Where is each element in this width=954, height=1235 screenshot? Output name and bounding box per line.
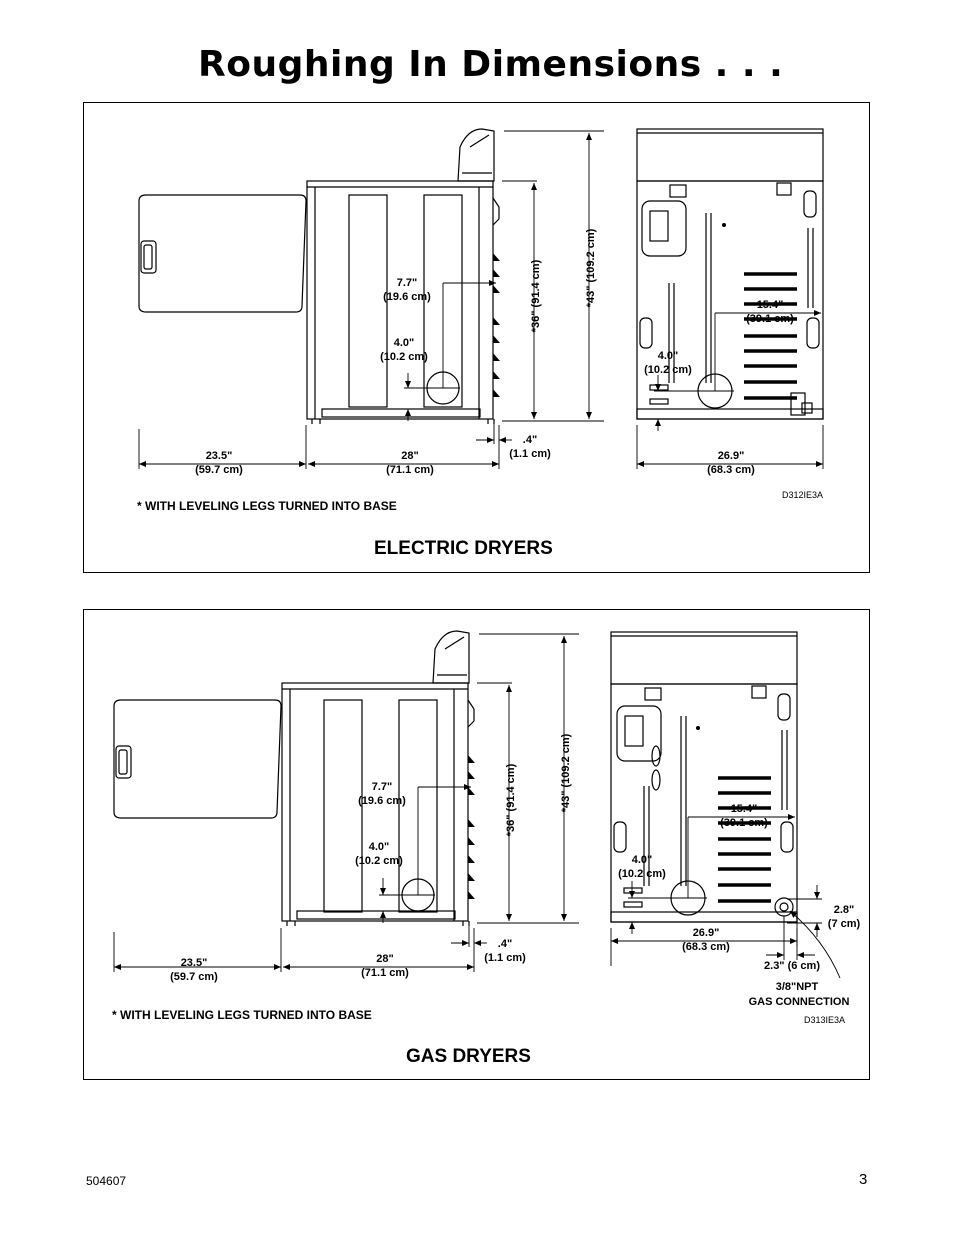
rear-vent-height-inches: 4.0": [658, 350, 679, 362]
gas-dryers-panel: 23.5" (59.7 cm) 28" (71.1 cm) .4" (1.1 c…: [83, 609, 870, 1080]
height-43-label: *43" (109.2 cm): [585, 228, 597, 307]
depth-inches: 28": [401, 450, 418, 462]
door-handle: [115, 745, 132, 779]
vent-height-cm: (10.2 cm): [355, 855, 403, 867]
document-number: 504607: [86, 1174, 127, 1188]
console: [457, 128, 495, 182]
door-handle: [140, 240, 157, 274]
gap-cm: (1.1 cm): [509, 448, 551, 460]
door-width-inches: 23.5": [181, 957, 208, 969]
side-cabinet: [281, 682, 469, 922]
gas-connection-label: GAS CONNECTION: [749, 996, 850, 1008]
height-36-label: *36" (91.4 cm): [505, 763, 517, 836]
drawing-code: D312IE3A: [782, 490, 823, 500]
gap-cm: (1.1 cm): [484, 952, 526, 964]
rear-terminal-block: [641, 200, 687, 257]
vent-height-inches: 4.0": [369, 841, 390, 853]
rear-vent-offset-cm: (39.1 cm): [720, 817, 768, 829]
panel-title: GAS DRYERS: [406, 1046, 531, 1067]
depth-cm: (71.1 cm): [361, 967, 409, 979]
gas-vertical-cm: (7 cm): [828, 918, 861, 930]
vent-height-inches: 4.0": [394, 337, 415, 349]
gas-dryer-diagram: 23.5" (59.7 cm) 28" (71.1 cm) .4" (1.1 c…: [112, 630, 861, 1067]
depth-inches: 28": [376, 953, 393, 965]
open-door: [113, 699, 282, 819]
page-title: Roughing In Dimensions . . .: [198, 44, 784, 85]
door-width-inches: 23.5": [206, 450, 233, 462]
door-width-cm: (59.7 cm): [170, 971, 218, 983]
electric-dryer-diagram: 23.5" (59.7 cm) 28" (71.1 cm) .4" (1.1 c…: [137, 128, 824, 559]
depth-cm: (71.1 cm): [386, 464, 434, 476]
page-number: 3: [859, 1171, 868, 1188]
rear-vent-height-cm: (10.2 cm): [644, 364, 692, 376]
vent-offset-inches: 7.7": [397, 277, 418, 289]
rear-gas-valve-block: [616, 705, 662, 762]
gas-horizontal-offset: 2.3" (6 cm): [764, 960, 820, 972]
rear-width-cm: (68.3 cm): [682, 941, 730, 953]
vent-offset-inches: 7.7": [372, 781, 393, 793]
gas-vertical-inches: 2.8": [834, 904, 855, 916]
height-43-label: *43" (109.2 cm): [560, 733, 572, 812]
door-width-cm: (59.7 cm): [195, 464, 243, 476]
drawing-code: D313IE3A: [804, 1015, 845, 1025]
gap-inches: .4": [498, 938, 512, 950]
leveling-note: * WITH LEVELING LEGS TURNED INTO BASE: [137, 499, 397, 513]
rear-width-inches: 26.9": [718, 450, 745, 462]
electric-dryers-panel: 23.5" (59.7 cm) 28" (71.1 cm) .4" (1.1 c…: [83, 102, 870, 573]
leveling-note: * WITH LEVELING LEGS TURNED INTO BASE: [112, 1008, 372, 1022]
gas-connection-size: 3/8"NPT: [776, 981, 819, 993]
vent-offset-cm: (19.6 cm): [358, 795, 406, 807]
vent-offset-cm: (19.6 cm): [383, 291, 431, 303]
gap-inches: .4": [523, 434, 537, 446]
side-cabinet: [306, 180, 494, 420]
rear-width-cm: (68.3 cm): [707, 464, 755, 476]
height-36-label: *36" (91.4 cm): [530, 259, 542, 332]
rear-width-inches: 26.9": [693, 927, 720, 939]
rear-vent-height-cm: (10.2 cm): [618, 868, 666, 880]
rear-vent-offset-inches: 15.4": [757, 299, 784, 311]
vent-height-cm: (10.2 cm): [380, 351, 428, 363]
console: [432, 630, 470, 684]
rear-vent-offset-inches: 15.4": [731, 803, 758, 815]
rear-vent-height-inches: 4.0": [632, 854, 653, 866]
open-door: [138, 194, 307, 313]
gas-connection-icon: [774, 897, 794, 917]
rear-vent-offset-cm: (39.1 cm): [746, 313, 794, 325]
panel-title: ELECTRIC DRYERS: [374, 538, 553, 559]
